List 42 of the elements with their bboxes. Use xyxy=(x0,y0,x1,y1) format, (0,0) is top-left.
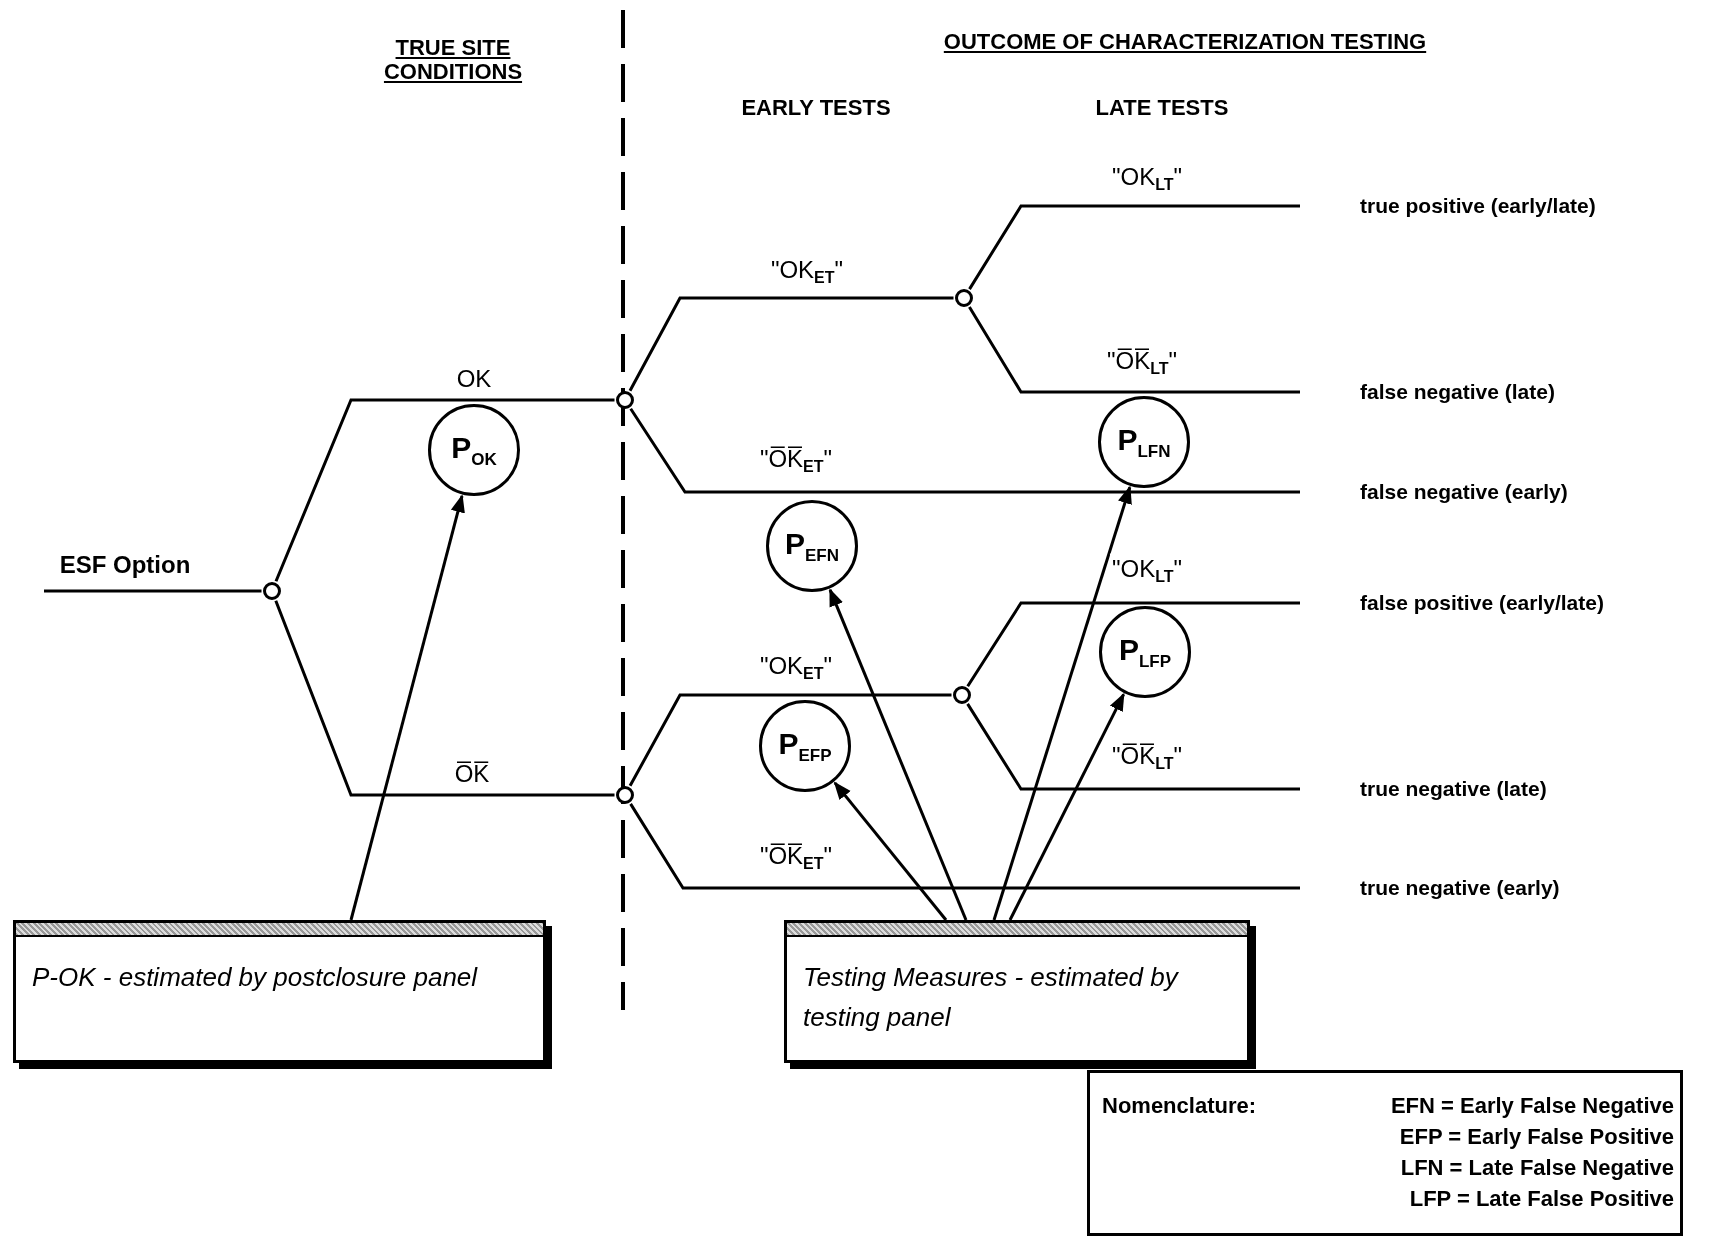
arrow xyxy=(349,494,465,921)
branch-line xyxy=(968,204,1300,290)
branch-line xyxy=(274,398,615,582)
probability-label: P$_{LFP}$ xyxy=(1118,634,1172,670)
nomenclature-entry: LFN = Late False Negative xyxy=(1400,1154,1674,1182)
column-heading: TRUE SITE CONDITIONS xyxy=(382,36,524,84)
branch-line xyxy=(966,601,1300,687)
branch-line xyxy=(629,803,1300,890)
column-heading: EARLY TESTS xyxy=(741,96,891,120)
nomenclature-box xyxy=(1087,1070,1683,1236)
outcome-label: true negative (early) xyxy=(1300,874,1560,902)
arrow xyxy=(828,588,968,921)
probability-label: P$_{LFN}$ xyxy=(1117,424,1171,460)
branch-line xyxy=(629,408,1300,494)
chance-node-circle xyxy=(263,582,281,600)
chance-node-circle xyxy=(955,289,973,307)
outcome-label: false negative (early) xyxy=(1300,478,1568,506)
chance-node-circle xyxy=(616,786,634,804)
chance-node-circle xyxy=(953,686,971,704)
probability-label: P$_{OK}$ xyxy=(451,432,497,468)
nomenclature-heading: Nomenclature: xyxy=(1102,1092,1257,1120)
branch-line xyxy=(968,306,1300,394)
outcome-label: false positive (early/late) xyxy=(1300,589,1604,617)
nomenclature-entry: LFP = Late False Positive xyxy=(1409,1185,1674,1213)
probability-label: P$_{EFP}$ xyxy=(778,728,832,764)
branch-line xyxy=(628,693,952,787)
branch-line xyxy=(44,589,262,593)
column-heading: OUTCOME OF CHARACTERIZATION TESTING xyxy=(943,30,1427,54)
probability-label: P$_{EFN}$ xyxy=(785,528,839,564)
column-heading: LATE TESTS xyxy=(1095,96,1229,120)
arrow xyxy=(1008,692,1125,921)
arrow xyxy=(833,781,948,921)
nomenclature-entry: EFN = Early False Negative xyxy=(1390,1092,1674,1120)
arrow xyxy=(992,485,1132,921)
outcome-label: false negative (late) xyxy=(1300,378,1555,406)
nomenclature-entry: EFP = Early False Positive xyxy=(1399,1123,1674,1151)
chance-node-circle xyxy=(616,391,634,409)
branch-line xyxy=(966,703,1300,791)
outcome-label: true negative (late) xyxy=(1300,775,1547,803)
branch-line xyxy=(628,296,954,392)
outcome-label: true positive (early/late) xyxy=(1300,192,1596,220)
branch-line xyxy=(274,600,615,797)
